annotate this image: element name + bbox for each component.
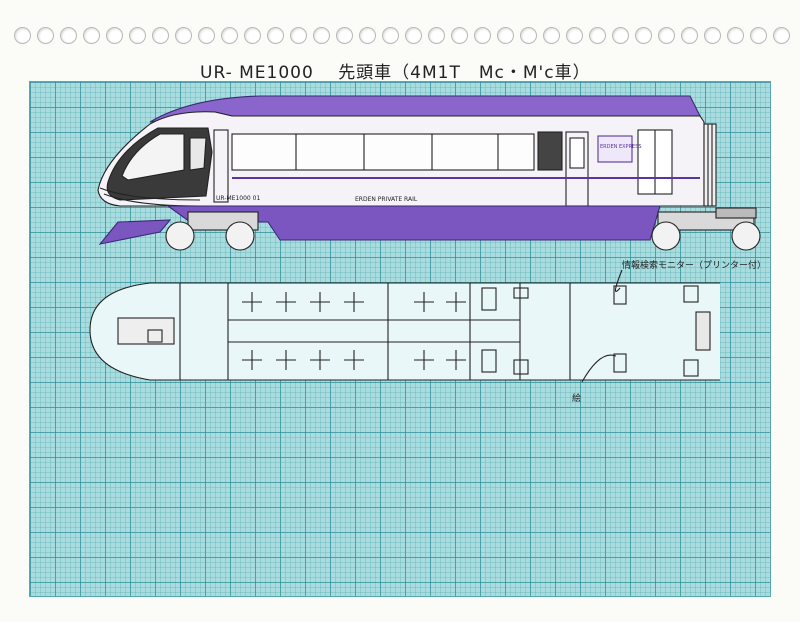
car-side-elevation: [97, 95, 761, 251]
binder-hole: [474, 27, 491, 44]
binder-hole: [359, 27, 376, 44]
binder-hole: [750, 27, 767, 44]
rear-gangway: [695, 311, 711, 351]
binder-hole: [83, 27, 100, 44]
binder-hole: [681, 27, 698, 44]
binder-hole: [727, 27, 744, 44]
express-logo-text: ERDEN EXPRESS: [600, 144, 642, 150]
binder-hole: [152, 27, 169, 44]
binder-hole: [336, 27, 353, 44]
drawing-title: UR- ME1000 先頭車（4M1T Mc・M'c車）: [200, 58, 609, 83]
front-wheel: [225, 221, 255, 251]
front-wheel: [165, 221, 195, 251]
binder-hole: [313, 27, 330, 44]
binder-hole: [382, 27, 399, 44]
binder-hole: [520, 27, 537, 44]
binder-hole: [612, 27, 629, 44]
info-monitor: [613, 285, 627, 305]
nose-lower-line: [99, 187, 201, 201]
coupler: [715, 207, 757, 219]
binder-hole: [37, 27, 54, 44]
railway-name-marking: ERDEN PRIVATE RAIL: [355, 196, 418, 203]
side-door-window: [569, 137, 585, 169]
locker: [513, 287, 529, 299]
binder-hole: [290, 27, 307, 44]
floor-plan-outline: [89, 282, 720, 381]
monitor-annotation: 情報検索モニター（プリンター付）: [622, 259, 766, 271]
binder-hole: [14, 27, 31, 44]
binder-hole: [635, 27, 652, 44]
binder-hole: [198, 27, 215, 44]
dark-window: [537, 131, 563, 171]
binder-hole: [451, 27, 468, 44]
front-spoiler: [98, 219, 172, 245]
car-type-description: 先頭車（4M1T Mc・M'c車）: [338, 63, 591, 83]
rear-locker: [683, 285, 699, 303]
binder-hole: [589, 27, 606, 44]
binder-hole: [405, 27, 422, 44]
car-floor-plan: [89, 269, 720, 383]
binder-hole: [129, 27, 146, 44]
locker: [481, 287, 497, 311]
binder-hole: [106, 27, 123, 44]
monitor-leader-line: [614, 269, 623, 292]
cab-windshield: [121, 133, 185, 181]
cab-side-window: [189, 137, 207, 171]
picture-annotation: 絵: [572, 392, 581, 404]
binder-hole: [658, 27, 675, 44]
binder-hole: [773, 27, 790, 44]
rear-wheel: [651, 221, 681, 251]
locker: [513, 359, 529, 375]
rear-locker: [683, 359, 699, 377]
gangway-bellows: [703, 123, 717, 207]
binder-hole: [543, 27, 560, 44]
binder-hole: [497, 27, 514, 44]
express-logo-box: [597, 135, 633, 163]
window-strip: [231, 133, 535, 171]
driver-console: [117, 317, 175, 345]
crew-door: [213, 129, 229, 203]
binder-hole: [267, 27, 284, 44]
binder-hole: [704, 27, 721, 44]
driver-seat: [147, 329, 163, 343]
binder-hole: [428, 27, 445, 44]
binder-hole: [221, 27, 238, 44]
binder-hole: [60, 27, 77, 44]
binder-hole: [244, 27, 261, 44]
info-monitor: [613, 353, 627, 373]
seat-crosses: [242, 292, 466, 370]
rear-wheel: [731, 221, 761, 251]
locker: [481, 349, 497, 373]
car-number-plate: UR-ME1000 01: [216, 195, 260, 202]
binder-hole: [175, 27, 192, 44]
binder-hole: [566, 27, 583, 44]
picture-leader-line: [581, 354, 617, 383]
model-code: UR- ME1000: [200, 63, 314, 83]
